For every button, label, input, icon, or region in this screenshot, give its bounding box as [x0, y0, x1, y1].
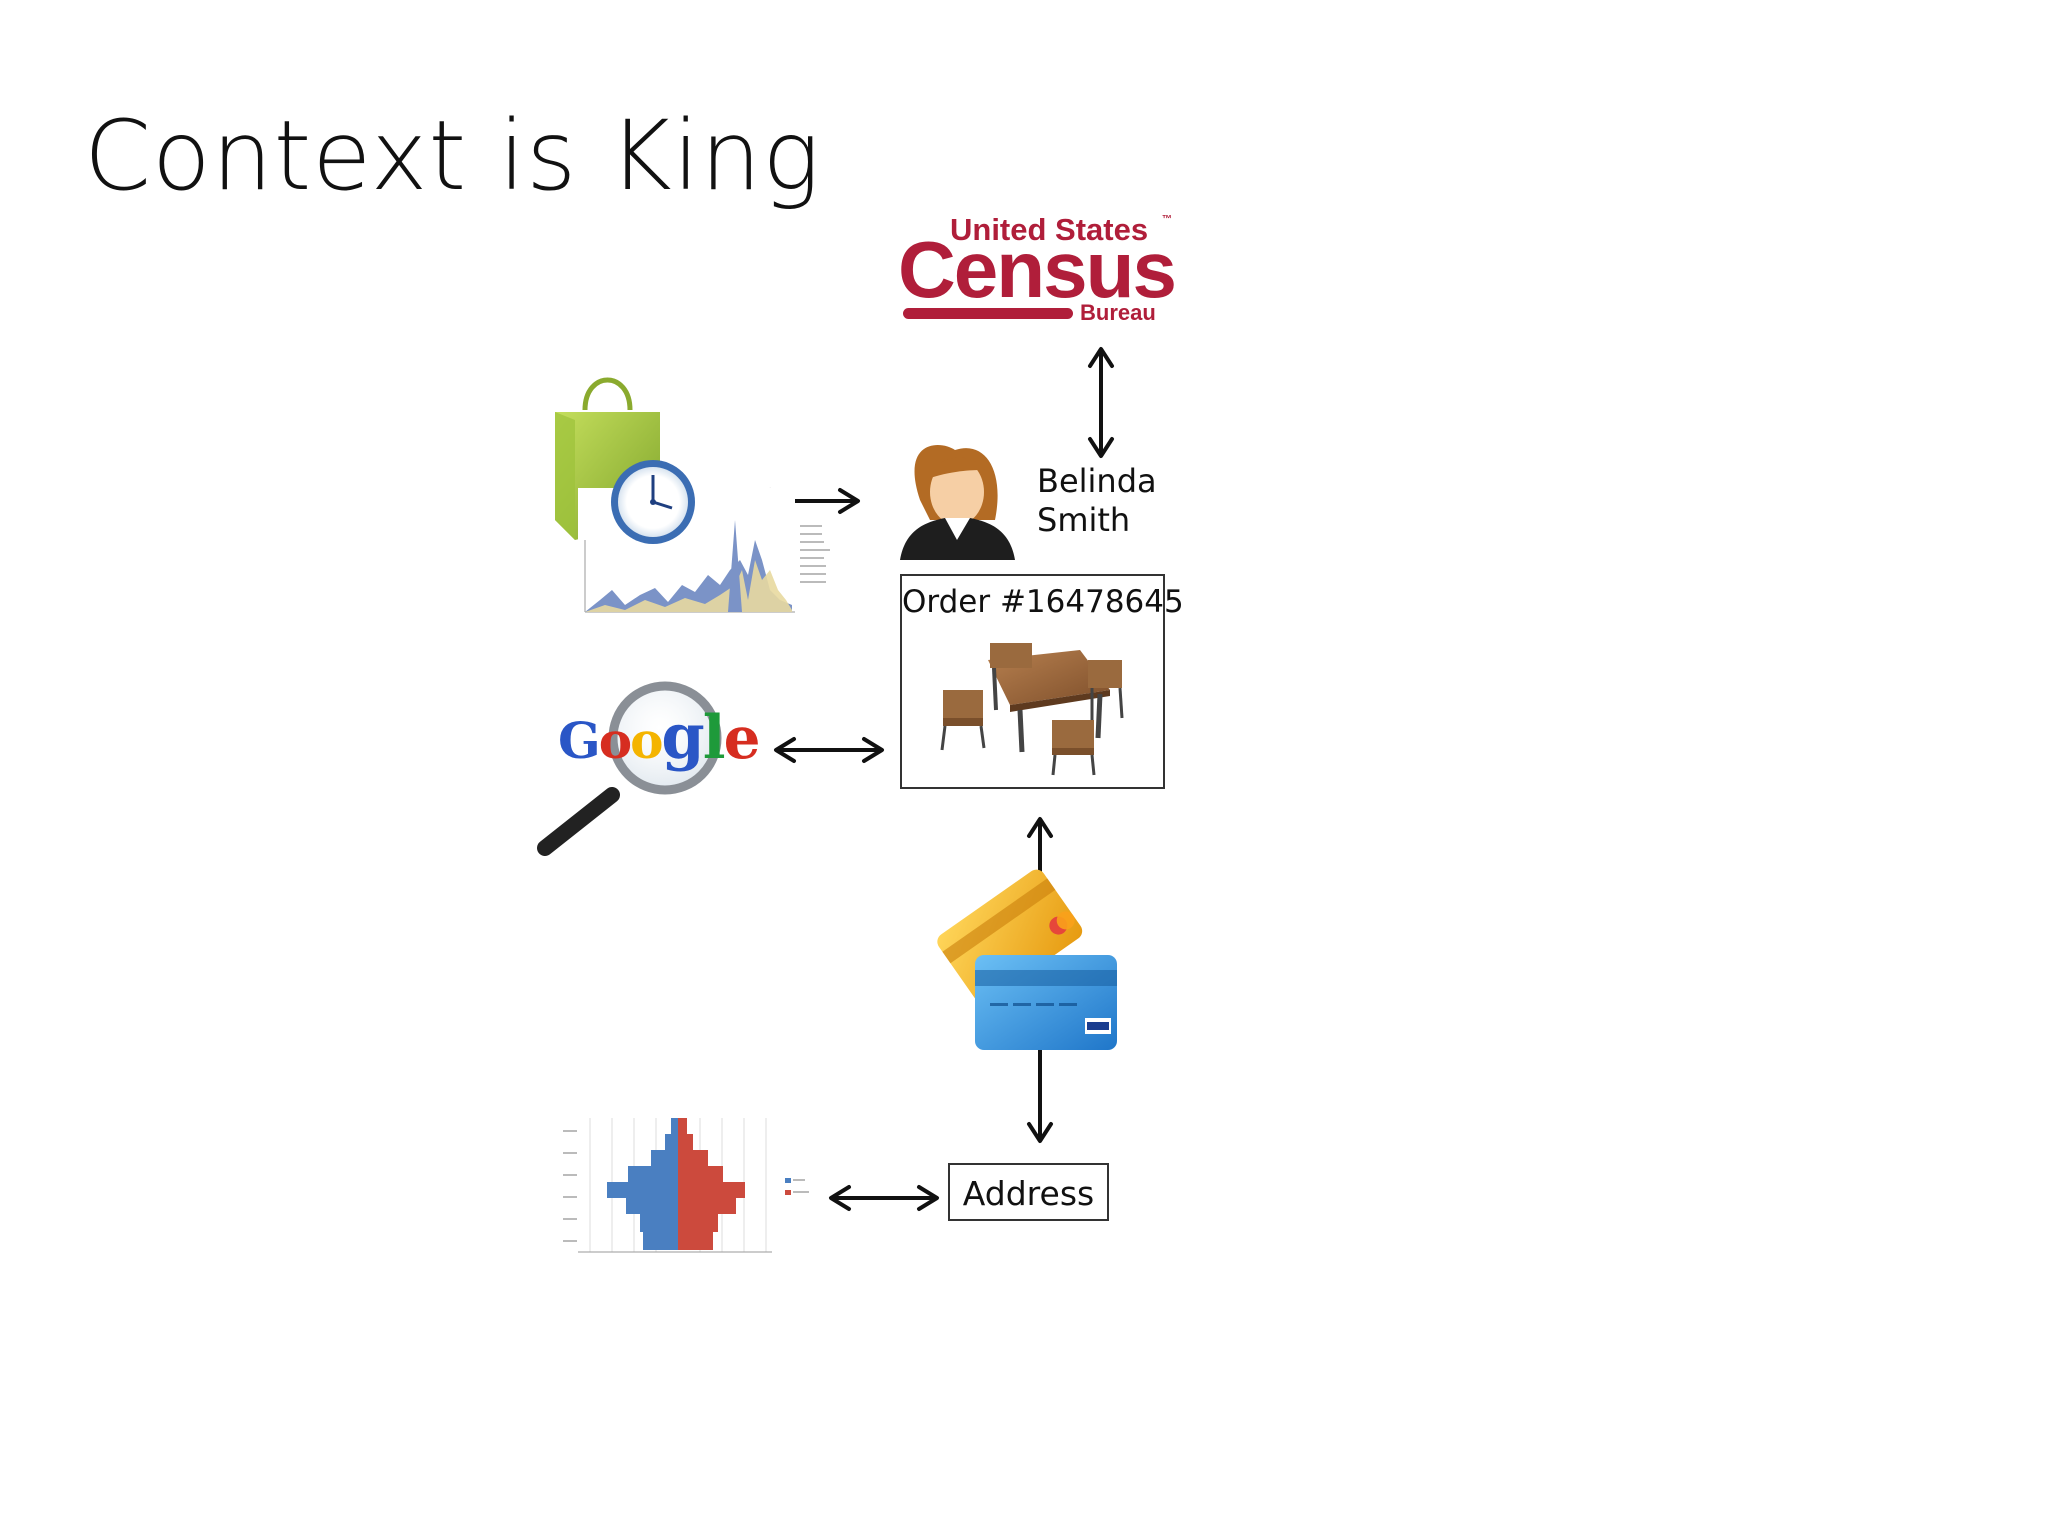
clock-icon: [611, 460, 695, 544]
person-last-name: Smith: [1037, 501, 1131, 539]
census-logo-line1: United States: [950, 212, 1149, 247]
order-number-label: Order #16478645: [902, 584, 1184, 620]
google-letter: g: [661, 700, 704, 773]
arrow-pyramid-address: [829, 1185, 939, 1211]
magnifying-glass-icon: [537, 681, 722, 856]
population-pyramid-thumbnail: [563, 1118, 809, 1253]
address-label: Address: [962, 1174, 1095, 1213]
arrow-google-order: [774, 737, 884, 763]
google-letter: o: [630, 711, 663, 770]
arrow-census-person: [1088, 347, 1114, 458]
order-box: Order #16478645: [900, 574, 1184, 789]
census-logo-line3: Bureau: [1080, 300, 1156, 325]
patio-furniture-image: [940, 643, 1124, 776]
pyramid-female-bars: [678, 1118, 745, 1250]
google-letter: e: [723, 704, 761, 772]
person-name-label: Belinda Smith: [1037, 462, 1157, 540]
census-logo-line2: Census: [898, 225, 1177, 314]
address-box: Address: [948, 1163, 1109, 1221]
google-logo-text: Google: [558, 700, 761, 773]
census-logo-tm: ™: [1162, 214, 1172, 225]
person-first-name: Belinda: [1037, 462, 1157, 500]
businesswoman-icon: [900, 445, 1015, 560]
pyramid-male-bars: [607, 1118, 678, 1250]
arrow-order-address: [1027, 817, 1053, 1143]
slide-title: Context is King: [84, 100, 821, 212]
google-letter: o: [598, 711, 632, 770]
google-letter: G: [558, 711, 601, 770]
credit-cards-icon: [937, 869, 1117, 1050]
google-letter: l: [702, 703, 726, 773]
census-logo-bar: [903, 308, 1073, 319]
